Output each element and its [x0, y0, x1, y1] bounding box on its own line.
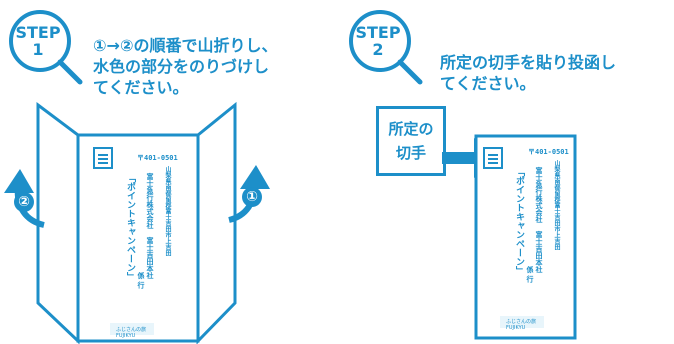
step2-campaign: 「ポイントキャンペーン」 [514, 167, 524, 275]
step2-badge-word: STEP [355, 23, 401, 42]
step1-suffix: 係 行 [137, 272, 145, 289]
right-flap [196, 101, 237, 344]
marker-1: ① [246, 189, 258, 205]
center-panel [76, 133, 200, 343]
stamp-label-line1: 所定の [388, 120, 434, 138]
step1-logo-sub: FUJIKYU [116, 333, 136, 339]
step1-logo: ふじさんの旅 [116, 327, 147, 333]
step2-badge-bubble-icon [349, 10, 423, 85]
step1-badge-number: 1 [32, 40, 44, 59]
step2-company: 富士急行株式会社 [535, 167, 543, 223]
step2-postal-code: 〒401-0501 [528, 148, 569, 156]
step2-badge-number: 2 [372, 40, 384, 59]
step2-dept: 富士吉田本社 [535, 231, 543, 273]
marker-2: ② [18, 194, 30, 210]
step1-badge: STEP 1 [6, 8, 90, 92]
step2-instruction: 所定の切手を貼り投函し てください。 [440, 53, 617, 93]
step1-campaign: 「ポイントキャンペーン」 [125, 173, 135, 281]
step2-logo: ふじさんの旅 [506, 319, 537, 325]
step1-address: 山梨県南都留郡富士吉田市上吉田 [164, 166, 171, 256]
step2-logo-sub: FUJIKYU [506, 325, 526, 331]
step1-badge-bubble-icon [9, 10, 83, 85]
flat-envelope-illustration [442, 134, 577, 340]
step2-suffix: 係 行 [526, 266, 534, 283]
folded-envelope-illustration [4, 101, 270, 344]
step1-postal-code: 〒401-0501 [137, 154, 178, 162]
step1-dept: 富士吉田本社 [146, 237, 154, 279]
stamp-label-box: 所定の 切手 [376, 106, 446, 176]
step1-company: 富士急行株式会社 [146, 173, 154, 229]
step1-instruction: ①→②の順番で山折りし、 水色の部分をのりづけし てください。 [93, 36, 278, 97]
step1-badge-word: STEP [15, 23, 61, 42]
step2-address: 山梨県南都留郡富士吉田市上吉田 [553, 160, 560, 250]
stamp-label-line2: 切手 [395, 144, 426, 162]
envelope-front [474, 134, 577, 340]
step2-badge: STEP 2 [346, 8, 430, 92]
